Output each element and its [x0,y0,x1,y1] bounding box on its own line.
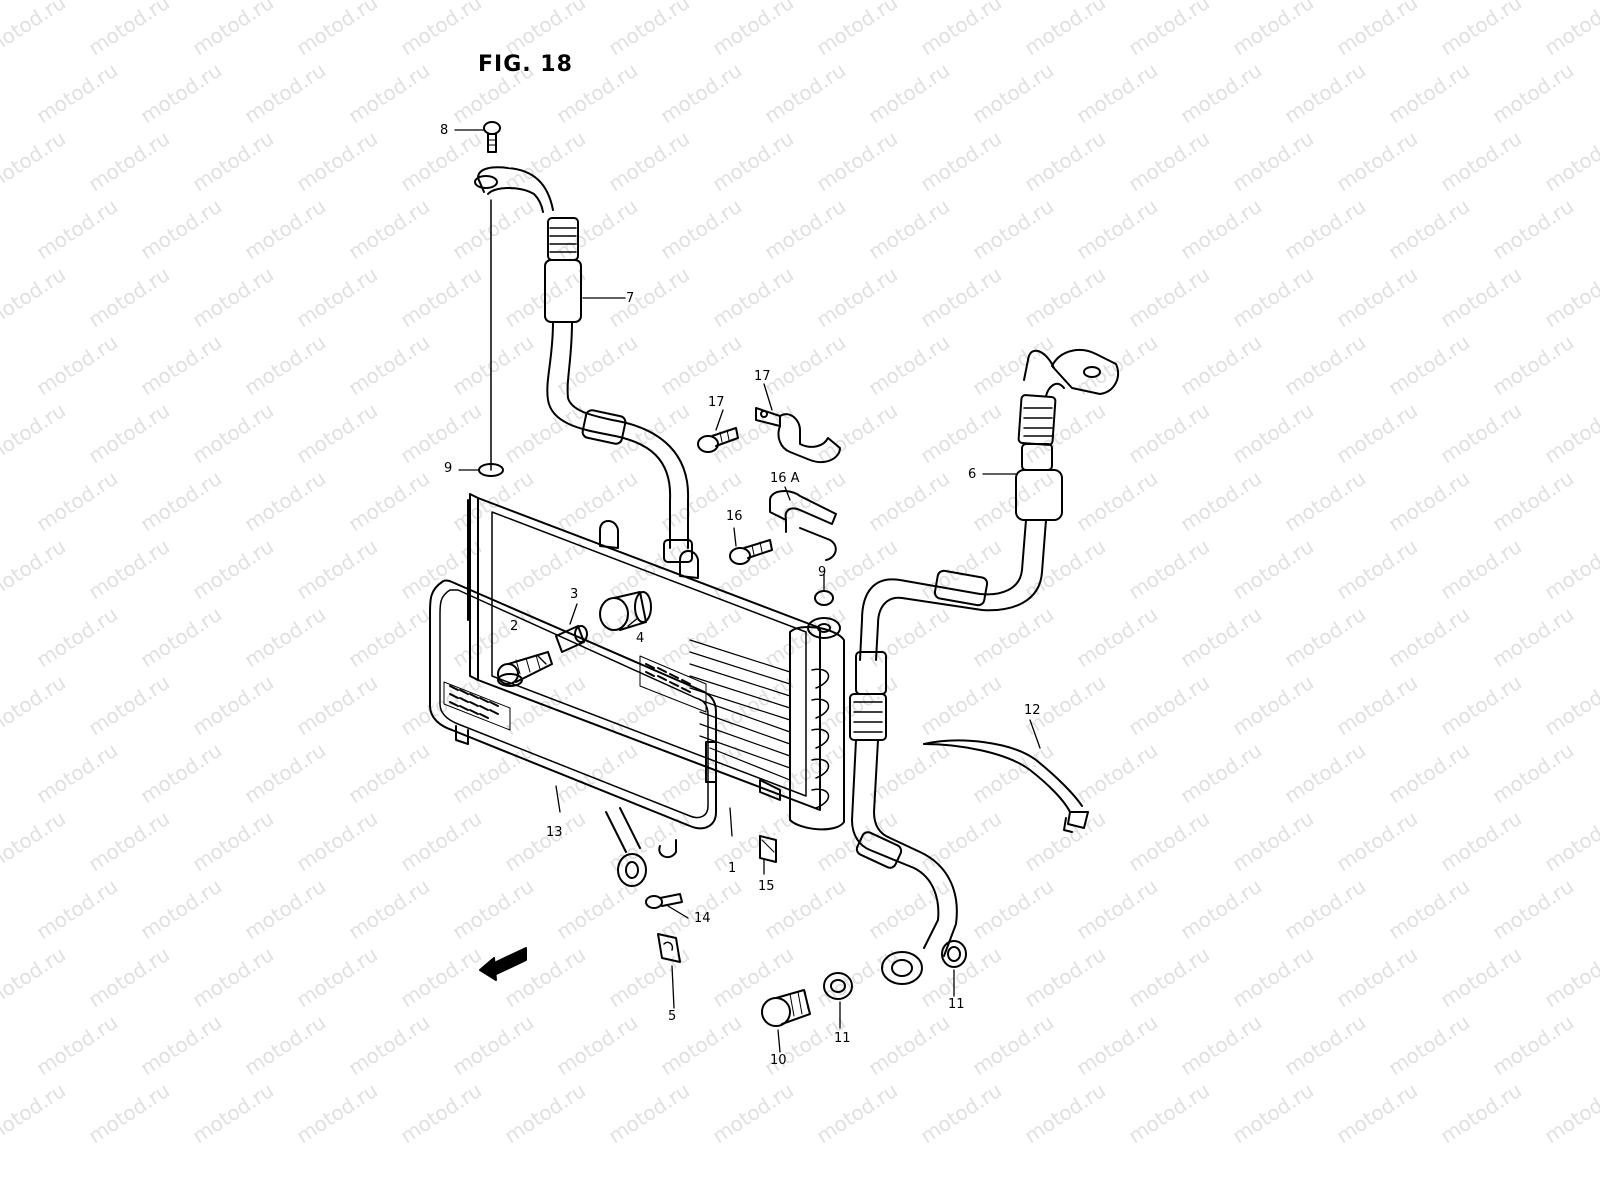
screw-14 [645,893,683,909]
bolt-17-lower [729,539,773,565]
callout-11-b: 11 [948,997,965,1012]
bolt-2 [497,651,553,687]
union-bolt-10 [761,989,811,1027]
washer-11-a [823,972,853,1000]
callout-2: 2 [510,619,519,634]
oil-hose-right [849,349,1119,985]
oil-cooler-radiator [467,493,845,831]
callout-4: 4 [636,631,645,646]
collar-3 [555,625,588,653]
callout-5: 5 [668,1009,677,1024]
callout-16a: 17 [754,369,771,384]
callout-11-a: 11 [834,1031,851,1046]
bolt-17-upper [697,427,739,453]
callout-9-right: 9 [818,565,827,580]
callout-1: 1 [728,861,737,876]
callout-13: 13 [546,825,563,840]
lower-bracket [605,807,647,887]
callout-12: 12 [1024,703,1041,718]
bolt-8 [483,121,501,153]
washer-11-b [941,940,967,968]
strap-12 [923,739,1089,833]
grommet-4 [599,591,652,631]
fwd-arrow [479,947,527,981]
callout-10: 10 [770,1053,787,1068]
washer-9-right [814,590,834,606]
callout-3: 3 [570,587,579,602]
callout-14: 14 [694,911,711,926]
callout-8: 8 [440,123,449,138]
callout-7: 7 [626,291,635,306]
callout-6: 6 [968,467,977,482]
radiator-guard-13 [429,579,717,859]
washer-9-left [478,463,504,477]
callout-17-lower: 16 [726,509,743,524]
callout-16: 16 A [770,471,800,486]
callout-17-upper: 17 [708,395,725,410]
figure-title: FIG. 18 [478,52,573,77]
clamp-16a [755,407,841,464]
oil-hose-left [474,166,693,563]
leader-lines [454,129,1041,1053]
nut-5 [657,933,681,963]
callout-15: 15 [758,879,775,894]
clamp-16 [769,490,837,561]
callout-9-left: 9 [444,461,453,476]
clip-15 [759,835,777,863]
